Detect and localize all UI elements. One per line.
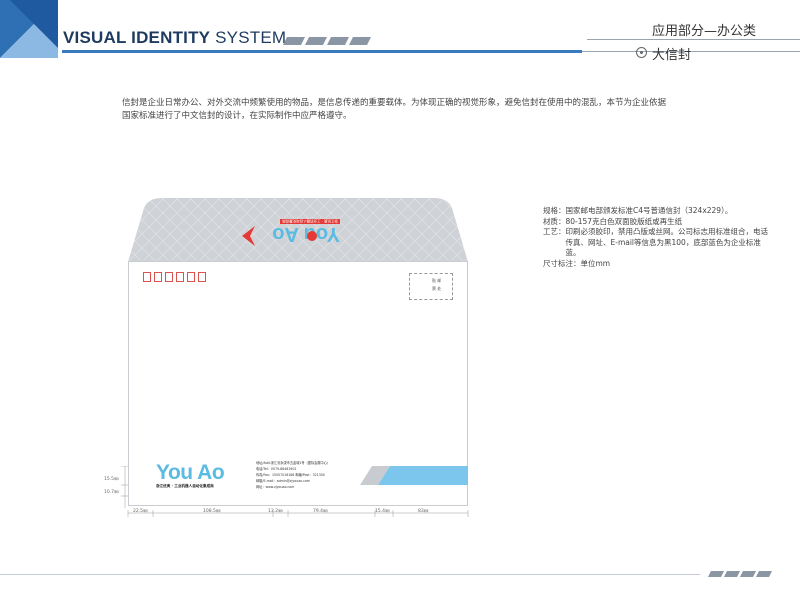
dim-label: 15.4㎜ bbox=[375, 509, 390, 514]
postcode-box bbox=[143, 272, 151, 282]
flap-logo-inverted: You Ao 浙江优奥 · 工业机器人自动化集成商 bbox=[242, 219, 340, 246]
postcode-box bbox=[187, 272, 195, 282]
vertical-dimensions: 15.5㎜ 10.7㎜ bbox=[104, 466, 128, 508]
section-underline bbox=[587, 39, 800, 40]
spec-row: 材质：80-157克白色双面胶版纸或再生纸 bbox=[543, 216, 683, 226]
spec-row: 规格：国家邮电部颁发标准C4号普通信封（324x229）。 bbox=[543, 206, 733, 215]
spec-row: 尺寸标注：单位mm bbox=[543, 258, 611, 268]
flap-logo-text: You Ao bbox=[272, 223, 340, 245]
header-stripes bbox=[283, 37, 371, 45]
envelope-flap bbox=[128, 198, 468, 262]
bullet-icon bbox=[636, 47, 647, 58]
envelope-blue-band bbox=[360, 466, 468, 485]
dim-label: 13.2㎜ bbox=[268, 509, 283, 514]
footer-stripes bbox=[708, 571, 772, 577]
postcode-box bbox=[154, 272, 162, 282]
company-logo: You Ao bbox=[156, 461, 225, 484]
subsection-title: 大信封 bbox=[652, 48, 692, 63]
flap-tagline: 浙江优奥 · 工业机器人自动化集成商 bbox=[282, 219, 338, 224]
postcode-box bbox=[198, 272, 206, 282]
dim-label: 108.5㎜ bbox=[203, 509, 221, 514]
header-rule-blue bbox=[62, 50, 582, 53]
spec-row: 工艺：印刷必须胶印，禁用凸版或丝网。公司标志用标准组合，电话传真、网址、E-ma… bbox=[543, 227, 768, 257]
contact-line: 电话/Tel：0579-88461902 bbox=[256, 467, 297, 471]
footer-rule bbox=[0, 574, 700, 575]
horizontal-dimensions: 22.5㎜ 108.5㎜ 13.2㎜ 79.4㎜ 15.4㎜ 83㎜ bbox=[113, 509, 473, 520]
spec-list: 规格：国家邮电部颁发标准C4号普通信封（324x229）。 材质：80-157克… bbox=[543, 206, 773, 269]
envelope-body bbox=[128, 261, 468, 506]
header-rule-gray bbox=[582, 51, 800, 52]
section-title: 应用部分—办公类 bbox=[652, 24, 757, 39]
dim-label: 10.7㎜ bbox=[104, 490, 119, 495]
stamp-area bbox=[409, 273, 453, 300]
dim-label: 22.5㎜ bbox=[133, 509, 148, 514]
company-tagline: 浙江优奥 · 工业机器人自动化集成商 bbox=[156, 484, 214, 488]
postcode-box bbox=[176, 272, 184, 282]
stamp-label: 贴 邮 bbox=[432, 278, 442, 283]
stamp-label: 票 处 bbox=[432, 286, 442, 291]
contact-line: 网址：www.zjyouao.com bbox=[256, 485, 295, 489]
intro-paragraph: 信封是企业日常办公、对外交流中频繁使用的物品，是信息传递的重要载体。为体现正确的… bbox=[122, 98, 667, 121]
postcode-box bbox=[165, 272, 173, 282]
contact-line: 邮箱/E-mail：admin@zjyouao.com bbox=[256, 479, 310, 483]
corner-logo-mark bbox=[0, 0, 58, 58]
contact-block: 地址/Add:浙江省永康市五金城1号（国际会展中心） 电话/Tel：0579-8… bbox=[256, 460, 330, 490]
dim-label: 15.5㎜ bbox=[104, 477, 119, 482]
dim-label: 79.4㎜ bbox=[313, 509, 328, 514]
dim-label: 83㎜ bbox=[418, 509, 429, 514]
header-title: VISUAL IDENTITY SYSTEM bbox=[63, 28, 287, 47]
postcode-boxes bbox=[143, 272, 206, 282]
contact-line: 地址/Add:浙江省永康市五金城1号（国际会展中心） bbox=[256, 461, 331, 465]
contact-line: 传真/Fax：15057016168 邮编/Post：321300 bbox=[256, 473, 325, 477]
